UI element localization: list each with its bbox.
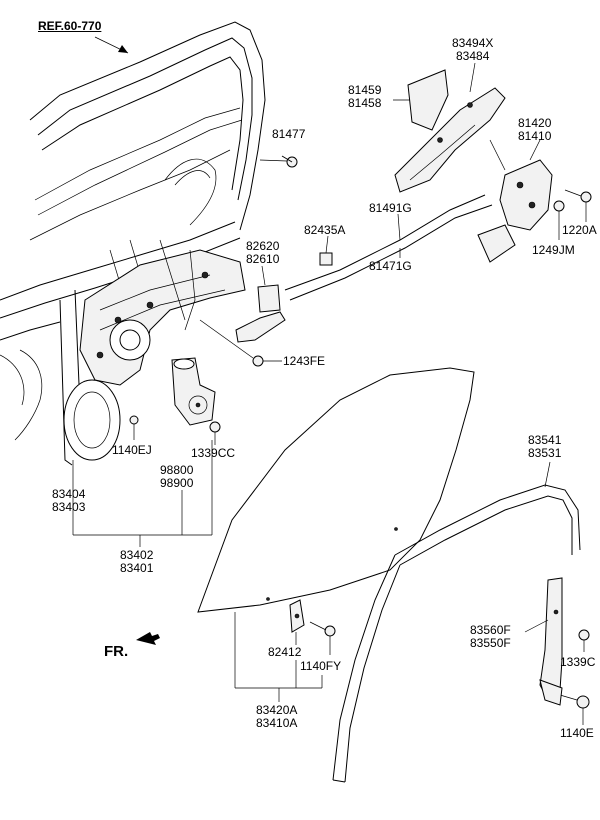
inside-handle bbox=[235, 235, 333, 343]
regulator-motor bbox=[171, 357, 216, 426]
callout-1140e: 1140E bbox=[560, 726, 594, 740]
ref-arrow bbox=[94, 36, 129, 54]
glass-holder bbox=[289, 599, 305, 645]
door-glass bbox=[197, 367, 475, 613]
glass-run-channel bbox=[332, 461, 581, 783]
callout-1339c: 1339C bbox=[560, 655, 596, 669]
window-regulator bbox=[63, 239, 246, 461]
ref-label[interactable]: REF.60-770 bbox=[38, 19, 102, 33]
callout-1243fe: 1243FE bbox=[283, 354, 326, 368]
front-arrow-icon bbox=[136, 632, 160, 645]
callout-1339cc: 1339CC bbox=[191, 446, 236, 460]
door-latch bbox=[477, 139, 553, 263]
fasteners bbox=[129, 155, 592, 725]
sash-channel bbox=[524, 577, 563, 706]
front-marker: FR. bbox=[104, 643, 129, 660]
callout-81491g: 81491G bbox=[369, 201, 412, 215]
callout-1249jm: 1249JM bbox=[532, 243, 575, 257]
callout-1140ej: 1140EJ bbox=[112, 443, 152, 457]
callout-81477: 81477 bbox=[272, 127, 306, 141]
door-frame bbox=[0, 21, 266, 466]
callout-82412: 82412 bbox=[268, 645, 302, 659]
callout-81471g: 81471G bbox=[369, 259, 412, 273]
outside-handle-bracket bbox=[393, 62, 506, 193]
group-leaders bbox=[72, 440, 323, 702]
callout-1220a: 1220A bbox=[562, 223, 597, 237]
callout-82435a: 82435A bbox=[304, 223, 346, 237]
latch-cables bbox=[284, 194, 493, 301]
callout-1140fy: 1140FY bbox=[300, 659, 342, 673]
